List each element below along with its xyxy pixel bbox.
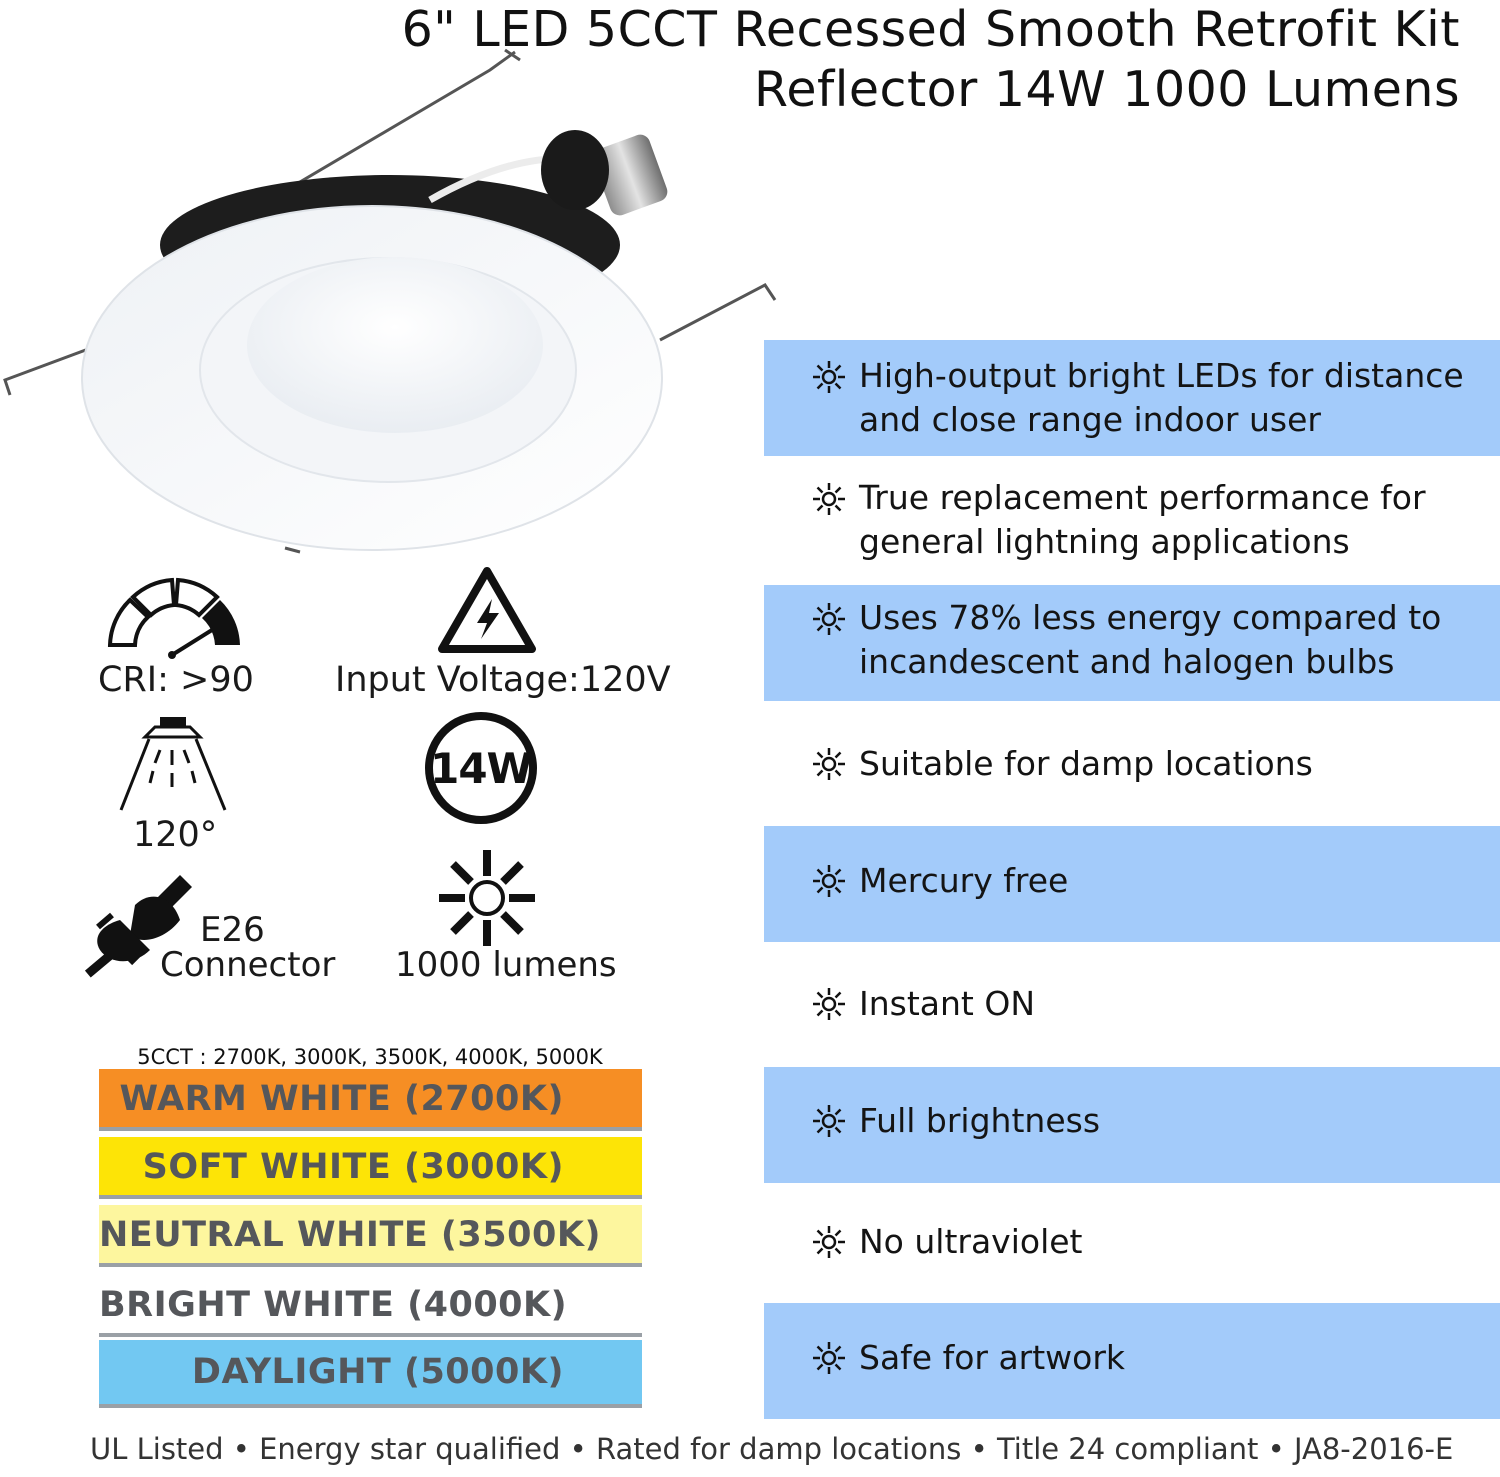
cct-option-warm-white: WARM WHITE (2700K) bbox=[99, 1069, 642, 1131]
feature-text: High-output bright LEDs for distance and… bbox=[859, 356, 1464, 439]
feature-item: No ultraviolet bbox=[764, 1185, 1500, 1301]
connector-label: Connector bbox=[160, 945, 336, 985]
feature-text: Safe for artwork bbox=[859, 1338, 1126, 1377]
beam-angle-label: 120° bbox=[133, 815, 218, 855]
connector-type-label: E26 bbox=[200, 910, 265, 950]
lumens-sun-icon bbox=[439, 850, 535, 946]
feature-text: Mercury free bbox=[859, 861, 1069, 900]
feature-text: Suitable for damp locations bbox=[859, 744, 1313, 783]
feature-text: True replacement performance for general… bbox=[859, 478, 1426, 561]
feature-item: Full brightness bbox=[764, 1067, 1500, 1183]
feature-text: Uses 78% less energy compared to incande… bbox=[859, 598, 1442, 681]
feature-item: High-output bright LEDs for distance and… bbox=[764, 340, 1500, 456]
sun-bullet-icon bbox=[813, 1105, 845, 1137]
cct-option-soft-white: SOFT WHITE (3000K) bbox=[99, 1137, 642, 1199]
feature-item: Mercury free bbox=[764, 826, 1500, 942]
feature-item: Safe for artwork bbox=[764, 1303, 1500, 1419]
feature-text: No ultraviolet bbox=[859, 1222, 1083, 1261]
sun-bullet-icon bbox=[813, 603, 845, 635]
sun-bullet-icon bbox=[813, 748, 845, 780]
plug-connector-icon bbox=[84, 875, 192, 978]
beam-angle-icon bbox=[119, 717, 227, 811]
feature-text: Instant ON bbox=[859, 984, 1036, 1023]
feature-item: True replacement performance for general… bbox=[764, 462, 1500, 578]
sun-bullet-icon bbox=[813, 988, 845, 1020]
lumens-label: 1000 lumens bbox=[395, 945, 617, 985]
cct-option-neutral-white: NEUTRAL WHITE (3500K) bbox=[99, 1205, 642, 1267]
cri-gauge-icon bbox=[107, 577, 240, 659]
cri-label: CRI: >90 bbox=[98, 660, 254, 700]
high-voltage-warning-icon bbox=[438, 567, 536, 653]
cct-option-daylight: DAYLIGHT (5000K) bbox=[99, 1340, 642, 1408]
certifications-footer: UL Listed • Energy star qualified • Rate… bbox=[90, 1432, 1454, 1466]
feature-text: Full brightness bbox=[859, 1101, 1101, 1140]
sun-bullet-icon bbox=[813, 361, 845, 393]
feature-item: Suitable for damp locations bbox=[764, 706, 1500, 822]
cct-caption: 5CCT : 2700K, 3000K, 3500K, 4000K, 5000K bbox=[137, 1045, 603, 1069]
input-voltage-label: Input Voltage:120V bbox=[335, 660, 671, 700]
feature-item: Instant ON bbox=[764, 946, 1500, 1062]
feature-item: Uses 78% less energy compared to incande… bbox=[764, 585, 1500, 701]
product-title: 6" LED 5CCT Recessed Smooth Retrofit Kit… bbox=[360, 0, 1460, 120]
title-line-1: 6" LED 5CCT Recessed Smooth Retrofit Kit bbox=[401, 1, 1460, 58]
sun-bullet-icon bbox=[813, 865, 845, 897]
sun-bullet-icon bbox=[813, 1342, 845, 1374]
downlight-product-image bbox=[3, 48, 777, 554]
sun-bullet-icon bbox=[813, 1226, 845, 1258]
sun-bullet-icon bbox=[813, 483, 845, 515]
wattage-badge-text: 14W bbox=[430, 743, 533, 793]
title-line-2: Reflector 14W 1000 Lumens bbox=[754, 61, 1460, 118]
wattage-badge: 14W bbox=[425, 712, 537, 824]
cct-option-bright-white: BRIGHT WHITE (4000K) bbox=[99, 1275, 642, 1337]
